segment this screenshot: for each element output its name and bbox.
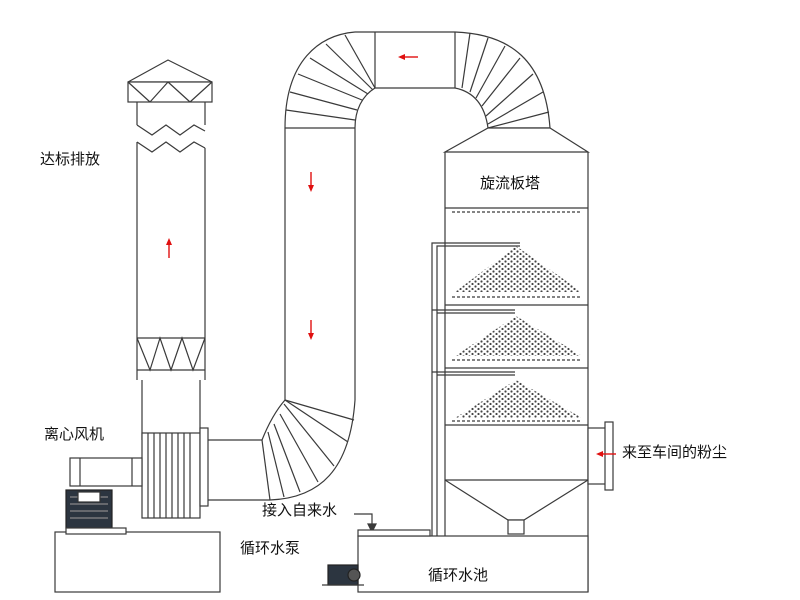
stack-cap-band bbox=[127, 81, 213, 103]
arrow-left-icon bbox=[398, 54, 418, 60]
stack-break-upper bbox=[136, 124, 206, 136]
spray-zone-2 bbox=[455, 316, 582, 356]
motor-coupling bbox=[69, 457, 143, 487]
fan-base bbox=[54, 531, 221, 593]
spray-zones bbox=[455, 246, 582, 418]
label-tower: 旋流板塔 bbox=[480, 174, 541, 192]
fan-housing bbox=[141, 432, 201, 519]
label-dust-inlet: 来至车间的粉尘 bbox=[622, 443, 728, 461]
centrifugal-fan bbox=[141, 427, 209, 519]
airflow-arrows bbox=[166, 54, 616, 457]
label-pump: 循环水泵 bbox=[240, 539, 301, 557]
tower-top-cone bbox=[442, 127, 591, 153]
scrubber-tower bbox=[442, 127, 591, 592]
arrow-down-icon bbox=[308, 320, 314, 340]
label-pool: 循环水池 bbox=[428, 566, 489, 584]
circulation-pump bbox=[322, 564, 364, 586]
arrow-left-icon bbox=[596, 451, 616, 457]
label-water-inlet: 接入自来水 bbox=[262, 501, 338, 519]
stack-break-lower bbox=[136, 141, 206, 153]
fan-motor bbox=[65, 457, 143, 529]
spray-zone-3 bbox=[455, 380, 582, 418]
circulation-pool bbox=[357, 535, 589, 593]
tower-hopper bbox=[444, 479, 589, 521]
exhaust-stack bbox=[127, 59, 213, 440]
arrow-down-icon bbox=[308, 172, 314, 192]
spray-zone-1 bbox=[455, 246, 582, 292]
spray-piping bbox=[354, 242, 520, 536]
connecting-duct bbox=[208, 31, 551, 501]
arrow-up-icon bbox=[166, 238, 172, 258]
label-exhaust: 达标排放 bbox=[40, 150, 101, 168]
dust-inlet-duct bbox=[587, 421, 614, 491]
label-fan: 离心风机 bbox=[44, 425, 105, 443]
stack-rain-cap bbox=[127, 59, 213, 83]
